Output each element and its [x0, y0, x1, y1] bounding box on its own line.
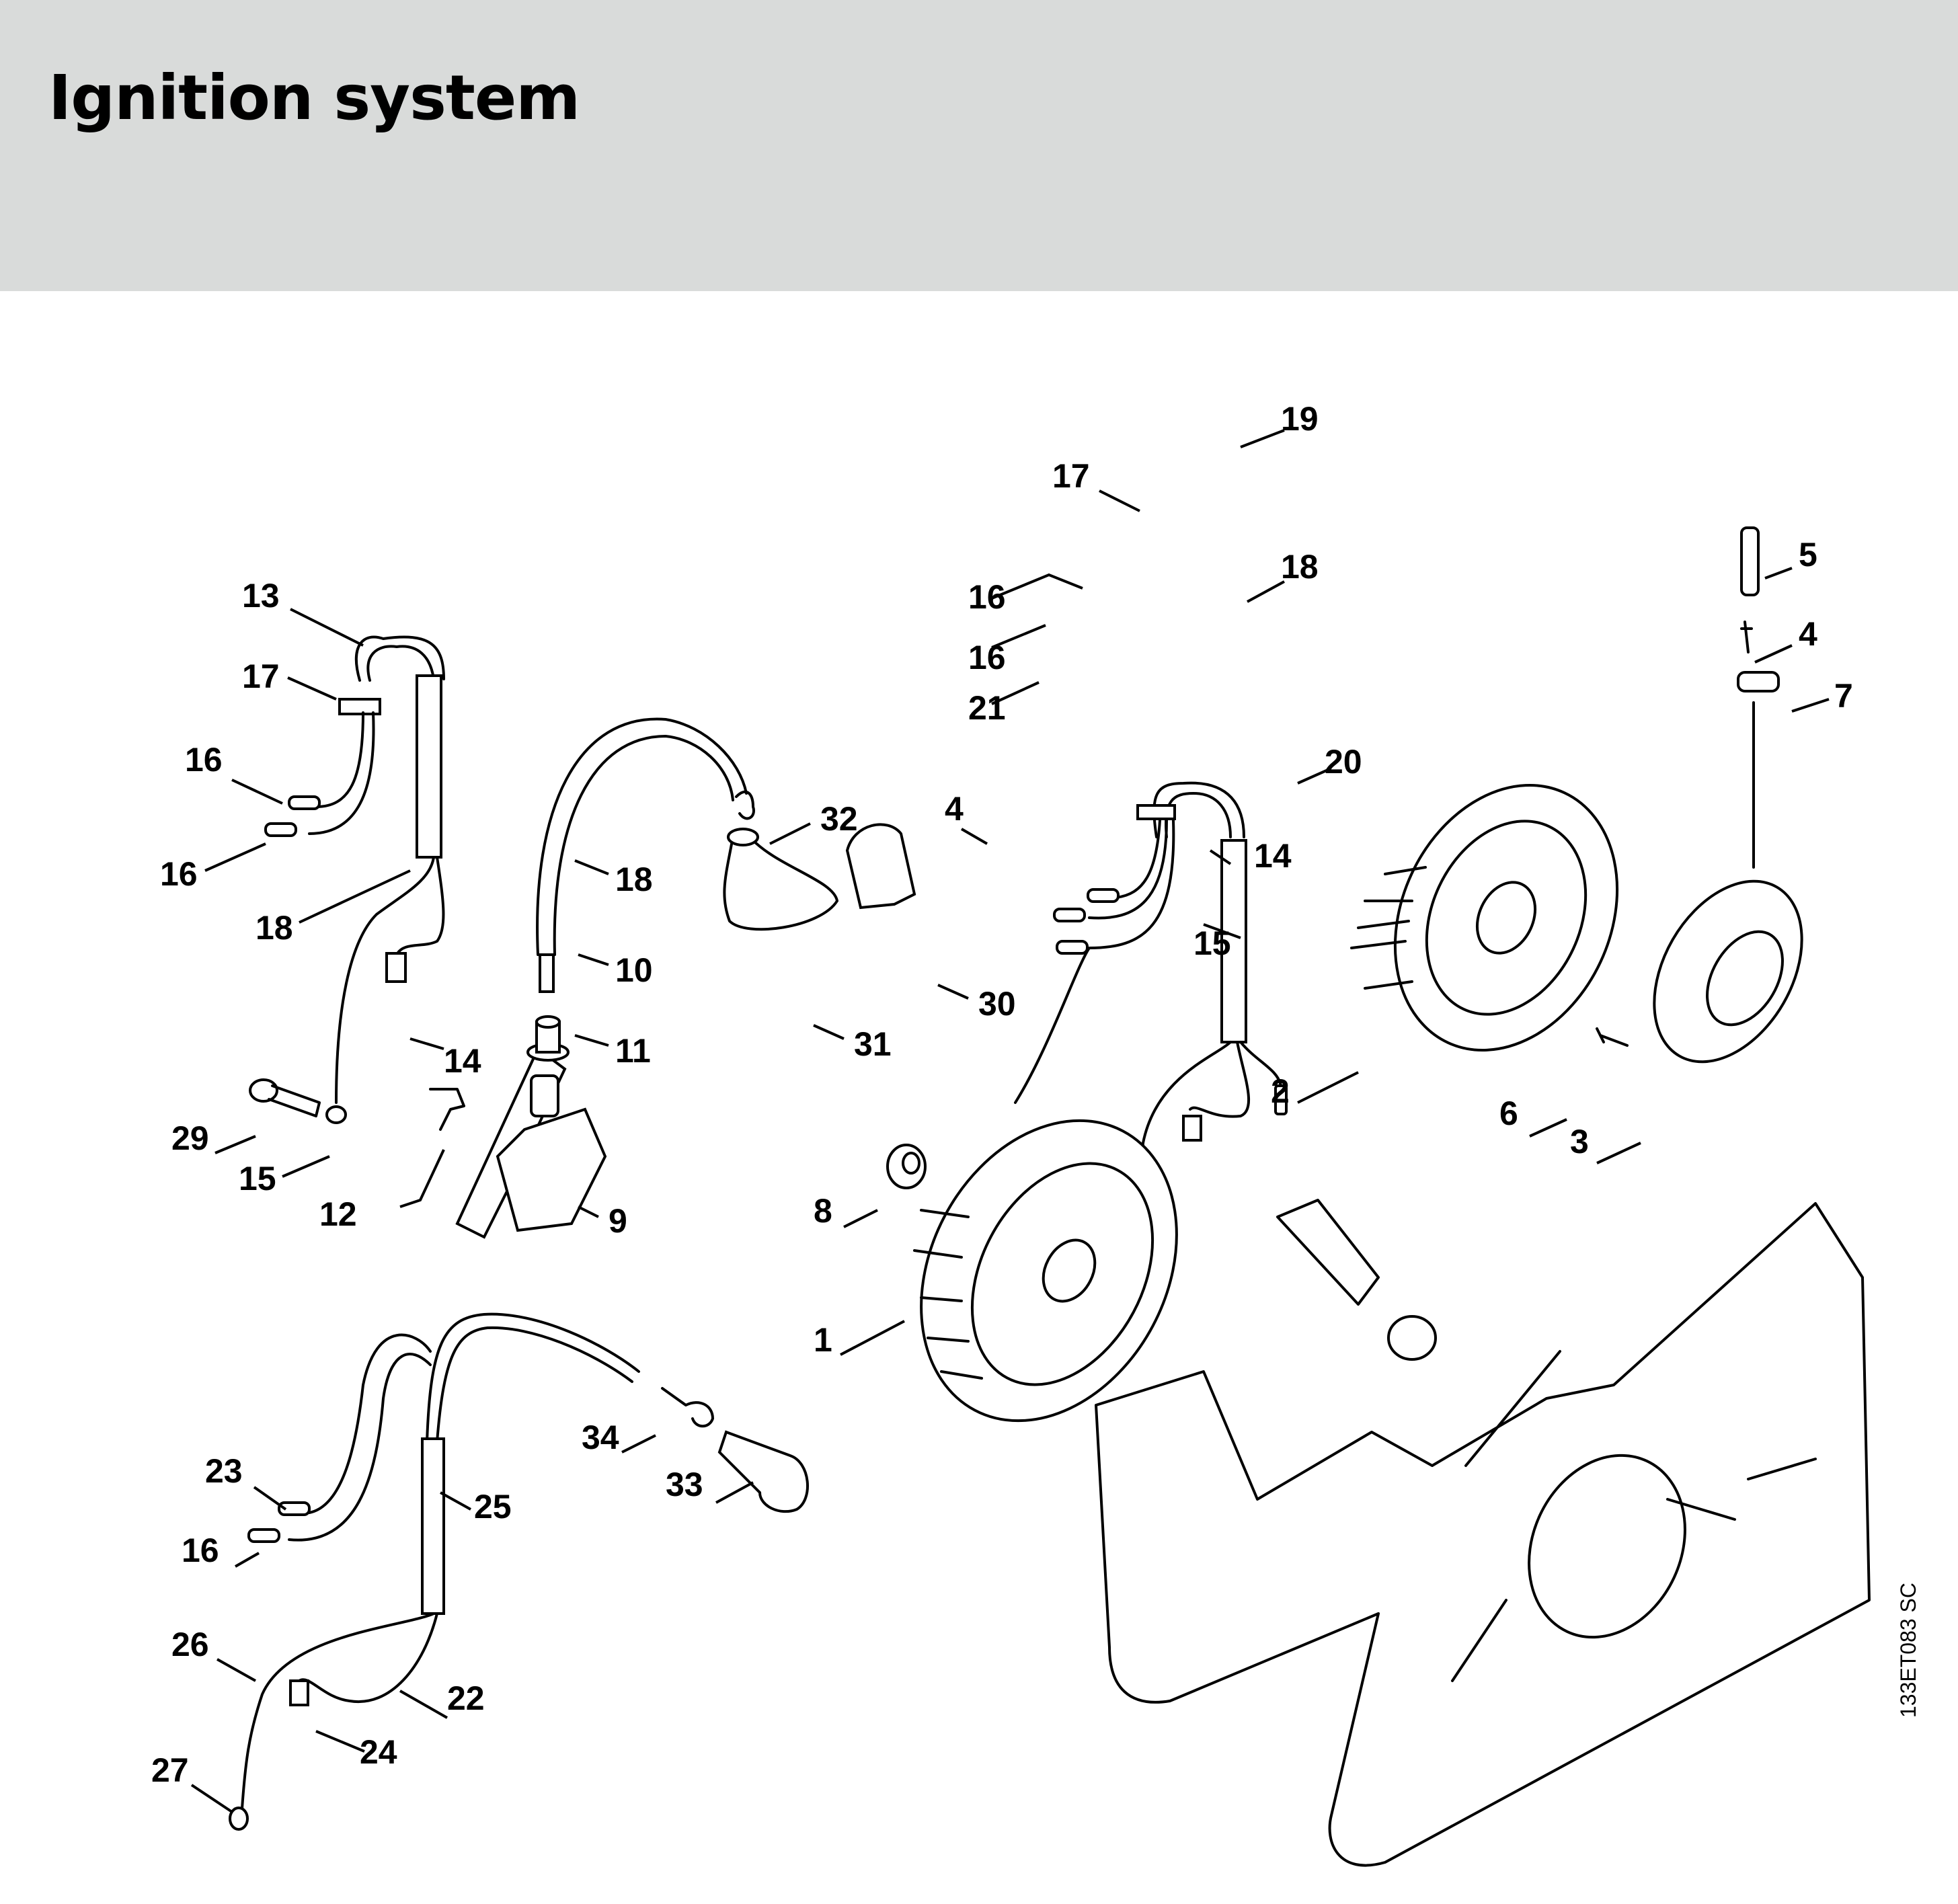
callout-30: 30 — [978, 985, 1016, 1023]
leg-spring-32[interactable] — [735, 790, 755, 820]
callout-24: 24 — [360, 1733, 397, 1771]
leg-spring-34[interactable] — [661, 1387, 714, 1428]
screw-6[interactable] — [1596, 1027, 1629, 1047]
callout-16: 16 — [182, 1532, 219, 1569]
contact-spring-clip-12[interactable] — [429, 1088, 465, 1131]
spark-plug-terminal-boot-33[interactable] — [717, 1430, 809, 1513]
grommet-7[interactable] — [1737, 671, 1780, 692]
callout-29: 29 — [171, 1119, 209, 1157]
callout-18: 18 — [615, 861, 653, 898]
wiring-harness-a[interactable] — [264, 635, 445, 1124]
callout-18: 18 — [1281, 548, 1319, 586]
diagram-drawing — [190, 429, 1871, 1867]
callout-7: 7 — [1834, 677, 1853, 715]
sleeve-terminal-16b[interactable] — [264, 822, 297, 837]
wiring-harness-c[interactable] — [229, 1312, 640, 1831]
callout-22: 22 — [447, 1679, 485, 1717]
callout-2: 2 — [1271, 1072, 1290, 1110]
callout-8: 8 — [814, 1192, 832, 1230]
callout-25: 25 — [474, 1488, 512, 1525]
drawing-code: 133ET083 SC — [1896, 1582, 1920, 1718]
callout-34: 34 — [582, 1419, 619, 1456]
callout-16: 16 — [185, 741, 223, 779]
callout-6: 6 — [1499, 1095, 1518, 1132]
callout-17: 17 — [1052, 457, 1090, 495]
crankcase — [1095, 1199, 1871, 1867]
sleeve-5[interactable] — [1740, 526, 1760, 596]
callout-19: 19 — [1281, 400, 1319, 438]
callout-10: 10 — [615, 951, 653, 989]
callout-14: 14 — [444, 1042, 481, 1080]
hex-nut-8[interactable] — [886, 1144, 927, 1189]
callout-4: 4 — [1799, 615, 1817, 653]
callout-4: 4 — [945, 790, 964, 828]
callout-5: 5 — [1799, 536, 1817, 573]
stator-3[interactable] — [1624, 855, 1832, 1088]
callout-12: 12 — [319, 1195, 357, 1233]
flywheel-1[interactable] — [871, 1076, 1227, 1465]
callout-31: 31 — [854, 1025, 892, 1063]
grommet-17[interactable] — [338, 698, 381, 715]
grommet-17b[interactable] — [1136, 804, 1176, 820]
callout-32: 32 — [820, 800, 858, 838]
ignition-module-9[interactable] — [455, 1046, 607, 1239]
hose-sleeve-18[interactable] — [416, 674, 442, 859]
sleeve-terminal-16[interactable] — [288, 795, 321, 810]
ignition-lead-10[interactable] — [536, 717, 748, 993]
callout-16: 16 — [968, 578, 1006, 616]
spade-connector-14[interactable] — [385, 952, 407, 983]
callout-1: 1 — [814, 1321, 832, 1359]
callout-15: 15 — [1193, 924, 1231, 962]
callout-33: 33 — [666, 1466, 703, 1503]
hose-sleeve-18b[interactable] — [1220, 839, 1247, 1043]
flywheel-2[interactable] — [1350, 749, 1659, 1087]
callout-18: 18 — [256, 909, 293, 947]
callout-21: 21 — [968, 689, 1006, 727]
callout-27: 27 — [151, 1751, 189, 1789]
callout-3: 3 — [1570, 1123, 1589, 1160]
callout-16: 16 — [160, 855, 198, 893]
spark-plug-boot-cap-30[interactable] — [845, 823, 916, 910]
callout-13: 13 — [242, 577, 280, 614]
callout-20: 20 — [1325, 743, 1362, 781]
callout-15: 15 — [239, 1160, 276, 1197]
exploded-parts-diagram: 13 17 16 16 18 14 29 15 12 9 18 10 11 32… — [0, 291, 1958, 1904]
ring-terminal-15[interactable] — [325, 1105, 347, 1124]
callout-23: 23 — [205, 1452, 243, 1490]
ignition-boot-11[interactable] — [526, 1015, 570, 1062]
hose-sleeve-25[interactable] — [421, 1437, 445, 1615]
callout-17: 17 — [242, 658, 280, 695]
callout-11: 11 — [615, 1032, 651, 1070]
page-title: Ignition system — [48, 62, 580, 134]
callout-16: 16 — [968, 639, 1006, 676]
header-banner: Ignition system — [0, 0, 1958, 291]
screw-29[interactable] — [249, 1078, 321, 1117]
leader-lines — [190, 429, 1830, 1813]
spark-plug-boot-31[interactable] — [723, 828, 839, 931]
callout-9: 9 — [609, 1202, 627, 1240]
callout-14: 14 — [1254, 837, 1292, 875]
connector-pin-4[interactable] — [1740, 621, 1753, 653]
callout-26: 26 — [171, 1626, 209, 1663]
